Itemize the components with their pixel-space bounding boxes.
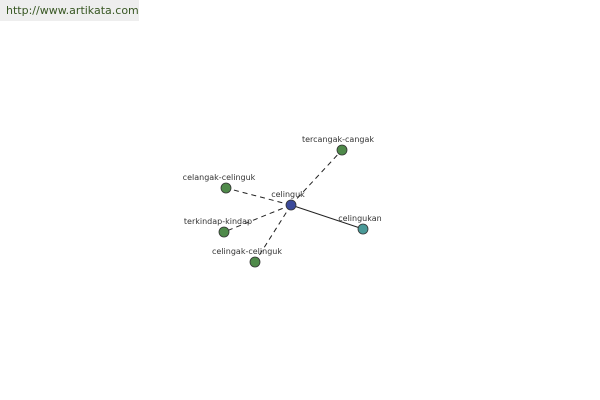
label-celingukan[interactable]: celingukan bbox=[338, 214, 381, 223]
edge-center-tercangak bbox=[290, 149, 343, 206]
node-tercangak[interactable] bbox=[336, 144, 348, 156]
edges-layer bbox=[223, 149, 364, 263]
edge-center-celangak bbox=[225, 187, 292, 206]
edge-center-celingak bbox=[254, 204, 292, 263]
edge-center-terkindap bbox=[223, 204, 292, 233]
node-celingukan[interactable] bbox=[357, 223, 369, 235]
label-center[interactable]: celinguk bbox=[271, 190, 305, 199]
nodes-layer bbox=[218, 144, 369, 268]
label-celingak[interactable]: celingak-celinguk bbox=[212, 247, 282, 256]
source-banner: http://www.artikata.com bbox=[0, 0, 139, 21]
node-celangak[interactable] bbox=[220, 182, 232, 194]
labels-layer: tercangak-cangak celangak-celinguk terki… bbox=[183, 135, 382, 256]
label-terkindap[interactable]: terkindap-kindap bbox=[184, 217, 252, 226]
label-tercangak[interactable]: tercangak-cangak bbox=[302, 135, 374, 144]
node-center[interactable] bbox=[285, 199, 297, 211]
edge-center-celingukan bbox=[290, 204, 364, 230]
label-celangak[interactable]: celangak-celinguk bbox=[183, 173, 256, 182]
source-url[interactable]: http://www.artikata.com bbox=[6, 4, 139, 17]
node-celingak[interactable] bbox=[249, 256, 261, 268]
node-terkindap[interactable] bbox=[218, 226, 230, 238]
